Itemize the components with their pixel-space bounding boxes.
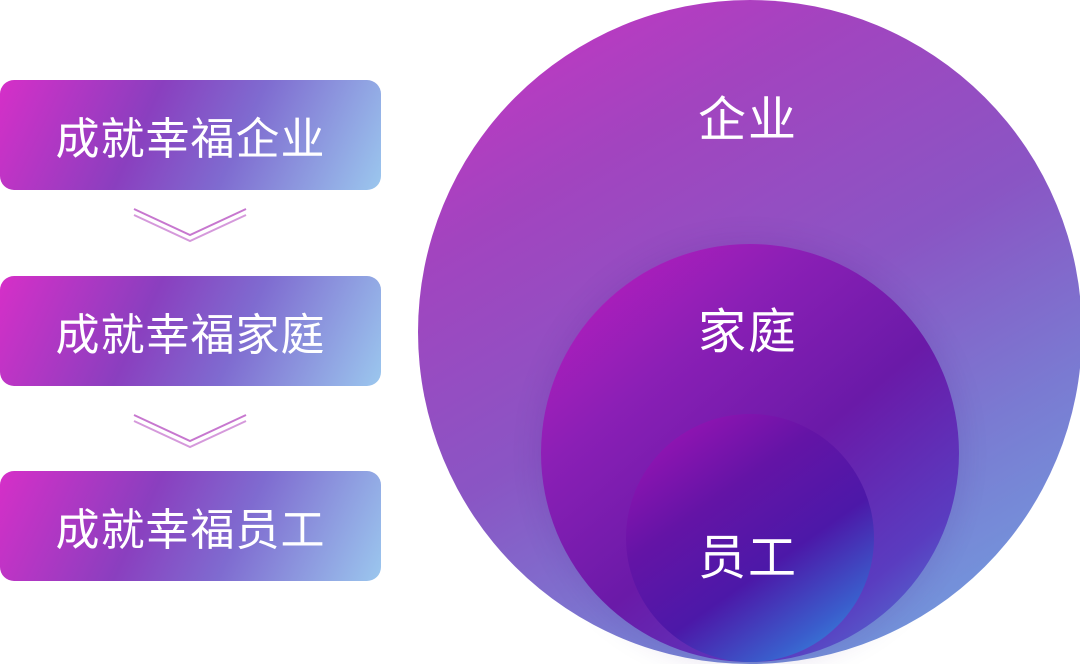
step-box-enterprise: 成就幸福企业	[0, 80, 381, 190]
circle-label-enterprise: 企业	[697, 92, 798, 148]
chevron-down-icon	[133, 414, 247, 449]
step-box-family: 成就幸福家庭	[0, 276, 381, 386]
chevron-down-icon	[133, 208, 247, 243]
circle-label-family: 家庭	[697, 304, 798, 360]
step-label: 成就幸福企业	[55, 114, 326, 165]
circle-label-employee: 员工	[697, 530, 798, 586]
step-box-employee: 成就幸福员工	[0, 471, 381, 581]
step-label: 成就幸福员工	[55, 505, 326, 556]
circle-employee	[626, 414, 874, 662]
step-label: 成就幸福家庭	[55, 310, 326, 361]
